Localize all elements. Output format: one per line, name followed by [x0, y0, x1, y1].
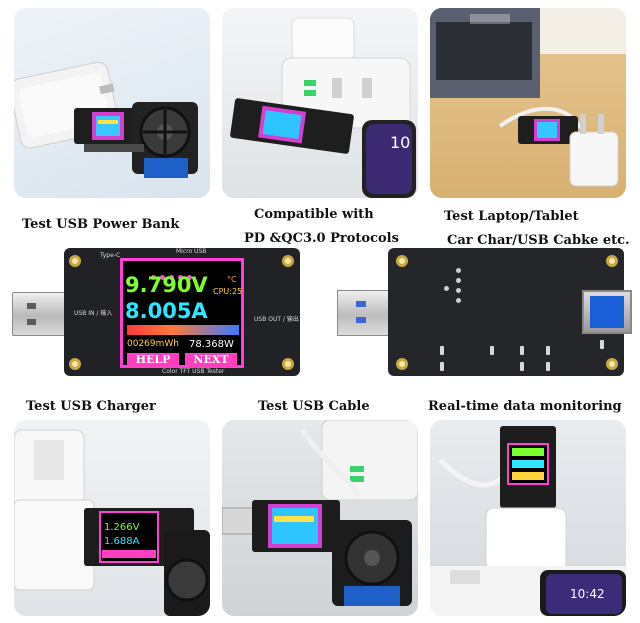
- lcd-temp: °C: [227, 275, 237, 284]
- tester-display: 9.790V °C CPU:25 8.005A 00269mWh 78.368W…: [120, 258, 244, 368]
- pcb-pad: [546, 346, 550, 355]
- caption-protocols: PD &QC3.0 Protocols: [244, 231, 399, 246]
- mount-hole: [282, 358, 294, 370]
- lcd-status-dots: [151, 265, 192, 284]
- mount-hole: [606, 255, 618, 267]
- caption-laptop: Test Laptop/Tablet: [444, 209, 579, 224]
- pcb-pad: [490, 346, 494, 355]
- usb-a-plug-front: [12, 292, 68, 336]
- pcb-via: [456, 298, 461, 303]
- mount-hole: [282, 255, 294, 267]
- caption-power-bank: Test USB Power Bank: [22, 217, 180, 232]
- caption-usb-cable: Test USB Cable: [258, 399, 370, 414]
- label-usb-in: USB IN / 输入: [74, 310, 113, 317]
- phone-screen-number: 10: [390, 133, 410, 152]
- lcd-current: 8.005A: [125, 299, 208, 323]
- photo-power-strip: 10: [222, 8, 418, 198]
- usb-cable-illustration: [222, 420, 418, 606]
- mount-hole: [69, 255, 81, 267]
- photo-usb-charger: 1.266V 1.688A: [14, 420, 210, 616]
- laptop-illustration: [430, 8, 626, 187]
- usb-a-plug-back: [337, 290, 393, 336]
- pcb-pad: [600, 340, 604, 349]
- photo-power-bank: [14, 8, 210, 198]
- pcb-via: [456, 268, 461, 273]
- lcd-voltage: 9.790V: [125, 273, 208, 297]
- lcd-energy: 00269mWh: [127, 339, 180, 349]
- pcb-pad: [520, 362, 524, 371]
- phone-clock: 10:42: [570, 587, 605, 601]
- pcb-via: [456, 278, 461, 283]
- caption-usb-charger: Test USB Charger: [26, 399, 156, 414]
- caption-monitoring: Real-time data monitoring: [428, 399, 622, 414]
- pcb-via: [456, 288, 461, 293]
- photo-monitoring: 10:42: [430, 420, 626, 616]
- charger-lcd-voltage: 1.266V: [104, 522, 140, 533]
- photo-usb-cable: [222, 420, 418, 616]
- pcb-via: [444, 286, 449, 291]
- label-usb-out: USB OUT / 输出: [254, 316, 299, 323]
- pcb-pad: [440, 346, 444, 355]
- label-type-c: Type-C: [100, 252, 121, 259]
- pcb-pad: [520, 346, 524, 355]
- next-button: NEXT: [185, 353, 237, 367]
- lcd-cpu: CPU:25: [213, 287, 243, 296]
- usb-a-port-insert: [590, 296, 624, 328]
- pcb-pad: [546, 362, 550, 371]
- photo-laptop: [430, 8, 626, 198]
- help-button: HELP: [127, 353, 179, 367]
- usb-charger-illustration: 1.266V 1.688A: [14, 429, 210, 616]
- caption-car-charger: Car Char/USB Cabke etc.: [447, 233, 630, 248]
- mount-hole: [396, 255, 408, 267]
- lcd-graph-band: [127, 325, 239, 335]
- monitoring-illustration: 10:42: [430, 426, 626, 616]
- label-color-tft: Color TFT USB Tester: [162, 368, 225, 375]
- mount-hole: [606, 358, 618, 370]
- charger-lcd-current: 1.688A: [104, 536, 140, 547]
- caption-compatible: Compatible with: [254, 207, 374, 222]
- power-strip-illustration: 10: [230, 17, 416, 198]
- mount-hole: [69, 358, 81, 370]
- label-micro-usb: Micro USB: [176, 248, 207, 255]
- mount-hole: [396, 358, 408, 370]
- lcd-power: 78.368W: [189, 339, 234, 350]
- power-bank-illustration: [14, 61, 198, 178]
- pcb-pad: [440, 362, 444, 371]
